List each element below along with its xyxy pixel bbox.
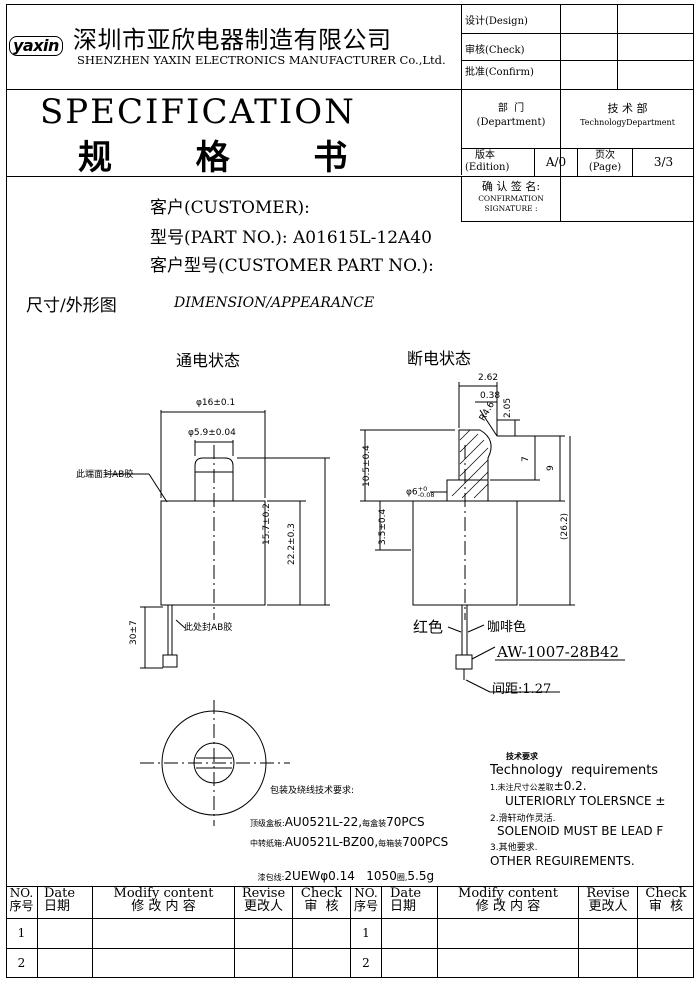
title-cn: 规 格 书 (78, 138, 368, 178)
rev-revise-cn-left: 更改人 (243, 899, 283, 914)
rev-revise-en-right: Revise (586, 886, 630, 901)
packaging-line-2: 中转纸箱:AU0521L-BZ00,每箱装700PCS (250, 835, 449, 849)
dimension-drawing (105, 382, 625, 826)
rev-no-cn-left: 序号 (9, 899, 34, 913)
rev-no-en-right: NO. (354, 886, 378, 900)
dim-10-5: 10.5±0.4 (362, 445, 372, 487)
rev-row-2-right: 2 (362, 956, 370, 970)
dim-d6: φ6+0-0.08 (406, 485, 435, 499)
rev-content-en-right: Modify content (458, 886, 558, 901)
dim-2-05: 2.05 (503, 397, 513, 418)
title-en: SPECIFICATION (40, 92, 356, 132)
dim-7: 7 (521, 456, 531, 462)
packaging-title: 包装及绕线技术要求: (270, 786, 355, 796)
tech-item-1-en: ULTERIORLY TOLERSNCE ± (505, 794, 666, 808)
edition-value: A/0 (545, 155, 567, 169)
dim-plunger-dia: φ5.9±0.04 (188, 428, 236, 438)
confirm-label: 批准(Confirm) (465, 67, 534, 78)
rev-check-cn-left: 审 核 (304, 899, 339, 914)
tech-title-en: Technology requirements (490, 763, 659, 778)
wire-spec-label: AW-1007-28B42 (497, 643, 620, 661)
right-plunger (446, 429, 492, 501)
wire-brown-label: 咖啡色 (487, 620, 527, 635)
right-connector (455, 654, 473, 670)
dim-outer-dia: φ16±0.1 (196, 398, 236, 408)
section-title-cn: 尺寸/外形图 (26, 296, 117, 316)
left-view-title: 通电状态 (176, 351, 241, 370)
rev-date-en-right: Date (390, 886, 422, 901)
dim-total-height: 22.2±0.3 (287, 523, 297, 565)
rev-content-cn-left: 修 改 内 容 (131, 899, 196, 914)
rev-check-en-left: Check (300, 886, 343, 901)
tech-title-cn: 技术要求 (506, 752, 538, 761)
dim-wire-length: 30±7 (129, 620, 139, 645)
label-ab-glue-bottom: 此处封AB胶 (184, 623, 233, 633)
rev-row-1-right: 1 (362, 926, 370, 940)
page-label-en: (Page) (588, 162, 622, 173)
dim-d6-value: φ6 (406, 487, 418, 498)
dim-0-38: 0.38 (480, 391, 501, 401)
company-logo: yaxin (9, 36, 63, 56)
dim-26-2: (26.2) (560, 512, 570, 540)
rev-date-cn-right: 日期 (390, 899, 417, 914)
department-label-cn: 部 门 (497, 103, 525, 114)
pitch-label: 间距:1.27 (492, 682, 552, 697)
rev-check-en-right: Check (645, 886, 687, 901)
part-no-line: 型号(PART NO.): A01615L-12A40 (150, 228, 432, 248)
department-label-en: (Department) (476, 117, 546, 128)
department-value-cn: 技 术 部 (607, 102, 648, 115)
rev-date-cn-left: 日期 (44, 899, 71, 914)
rev-row-1-left: 1 (17, 926, 26, 940)
company-name-en: SHENZHEN YAXIN ELECTRONICS MANUFACTURER … (77, 53, 446, 67)
tech-item-1-cn: 1.未注尺寸公差取±0.2. (490, 779, 587, 793)
customer-line: 客户(CUSTOMER): (150, 198, 310, 218)
dim-3-5: 3.5±0.4 (378, 508, 388, 545)
section-title-en: DIMENSION/APPEARANCE (174, 295, 375, 311)
rev-check-cn-right: 审 核 (648, 899, 684, 914)
rev-revise-cn-right: 更改人 (588, 899, 628, 914)
dim-body-height: 15.7±0.2 (262, 503, 272, 545)
design-label: 设计(Design) (465, 16, 528, 27)
dim-d6-tol-lower: -0.08 (417, 491, 435, 499)
customer-part-line: 客户型号(CUSTOMER PART NO.): (150, 256, 434, 276)
department-value-en: TechnologyDepartment (580, 118, 675, 127)
rev-content-cn-right: 修 改 内 容 (475, 899, 541, 914)
rev-no-en-left: NO. (9, 886, 34, 900)
signature-label-en-1: CONFIRMATION (478, 194, 544, 203)
left-coil-body (160, 500, 266, 606)
tech-item-3-cn: 3.其他要求. (490, 843, 538, 853)
label-ab-glue-top: 此端面封AB胶 (76, 470, 134, 480)
company-name-cn: 深圳市亚欣电器制造有限公司 (73, 26, 392, 54)
rev-date-en-left: Date (44, 886, 76, 901)
tech-item-2-cn: 2.滑轩动作灵活. (490, 814, 556, 824)
left-connector (162, 654, 178, 668)
tech-item-2-en: SOLENOID MUST BE LEAD F (497, 824, 664, 838)
right-view-title: 断电状态 (407, 349, 472, 368)
rev-content-en-left: Modify content (113, 886, 214, 901)
edition-label-en: (Edition) (465, 162, 510, 173)
wire-red-label: 红色 (413, 618, 444, 636)
dim-d6-tol-upper: +0 (417, 485, 428, 493)
dim-2-62: 2.62 (478, 373, 499, 383)
page-value: 3/3 (653, 155, 674, 169)
rev-row-2-left: 2 (17, 956, 26, 970)
packaging-line-3: 漆包线:2UEWφ0.14 1050圈,5.5g (257, 869, 435, 883)
packaging-line-1: 顶级盒板:AU0521L-22,每盒装70PCS (250, 815, 425, 829)
rev-no-cn-right: 序号 (353, 899, 378, 913)
edition-label-cn: 版本 (475, 150, 495, 161)
signature-label-cn: 确 认 签 名: (481, 180, 541, 193)
check-label: 审核(Check) (465, 45, 525, 56)
dim-9: 9 (546, 465, 556, 471)
rev-revise-en-left: Revise (241, 886, 286, 901)
page-label-cn: 页次 (595, 150, 615, 161)
tech-item-3-en: OTHER REGUIREMENTS. (490, 854, 635, 868)
signature-label-en-2: SIGNATURE : (484, 204, 538, 213)
